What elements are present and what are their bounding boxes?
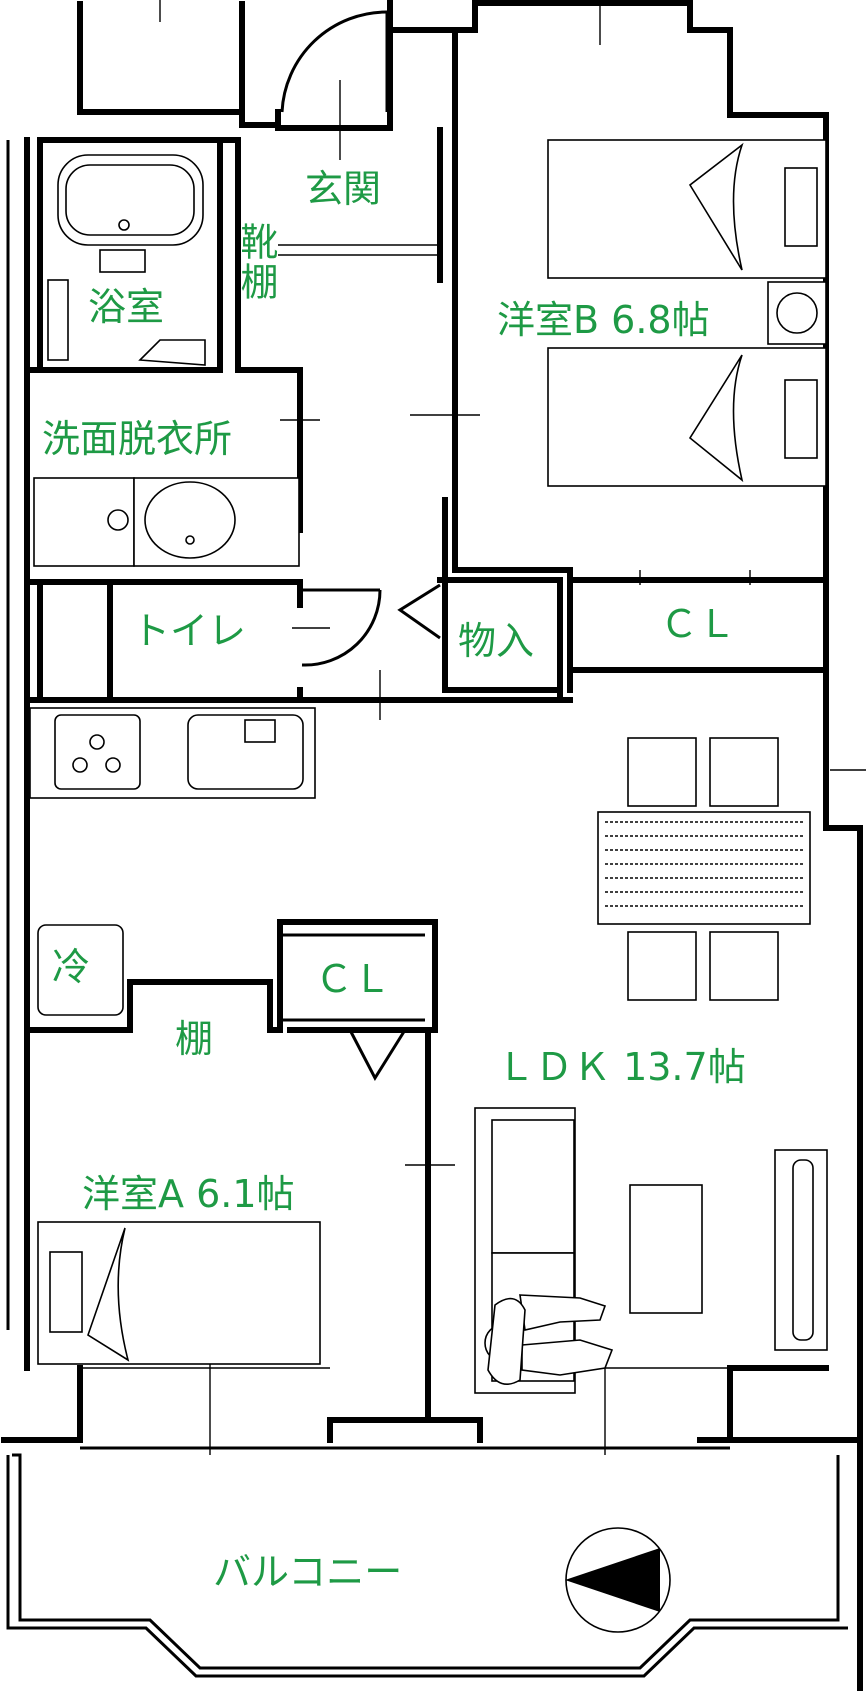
bed-a — [37, 1221, 321, 1365]
label-western-a: 洋室A 6.1帖 — [82, 1172, 295, 1216]
bathtub — [47, 154, 206, 366]
washbasin — [33, 477, 300, 567]
doors — [278, 10, 866, 1166]
label-genkan: 玄関 — [305, 167, 382, 211]
nightstand — [767, 281, 827, 345]
label-closet-b: ＣＬ — [660, 602, 737, 646]
coffee-table — [629, 1184, 703, 1314]
label-rei: 冷 — [52, 945, 91, 989]
label-closet-a: ＣＬ — [315, 957, 392, 1001]
person-figure — [484, 1294, 614, 1386]
bed-b2 — [547, 347, 827, 487]
label-yokushitsu: 浴室 — [88, 285, 165, 329]
tv-stand — [774, 1149, 828, 1351]
label-tana: 棚 — [175, 1017, 214, 1061]
label-monoire: 物入 — [458, 619, 535, 663]
compass-icon — [565, 1527, 671, 1633]
label-kutsudana: 靴棚 — [234, 222, 278, 302]
label-senmen: 洗面脱衣所 — [42, 417, 233, 461]
label-toilet: トイレ — [132, 609, 247, 653]
kitchen-counter — [29, 707, 316, 1016]
label-ldk: ＬＤＫ 13.7帖 — [497, 1045, 746, 1089]
label-western-b: 洋室B 6.8帖 — [497, 298, 710, 342]
dining-set — [597, 737, 811, 1001]
balcony-outline — [6, 0, 848, 1678]
label-balcony: バルコニー — [213, 1550, 403, 1594]
bed-b1 — [547, 139, 827, 279]
